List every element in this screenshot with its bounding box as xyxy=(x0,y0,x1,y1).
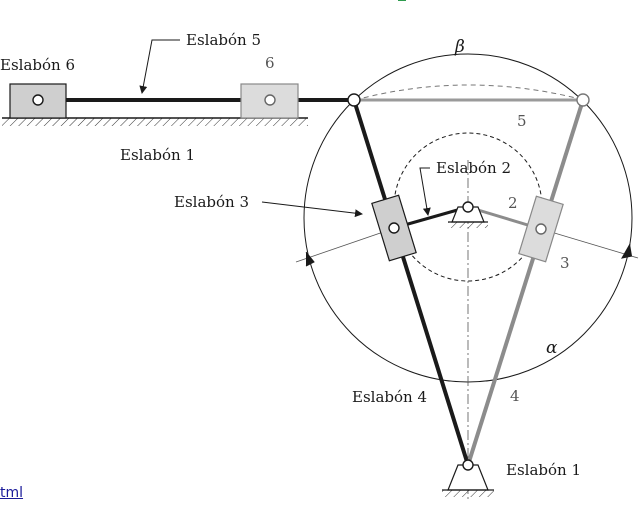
angle-beta: β xyxy=(454,37,465,57)
arc-arrow-left xyxy=(305,251,315,267)
label-eslabon-4: Eslabón 4 xyxy=(352,388,427,406)
slider-6-left-pin xyxy=(32,94,44,106)
number-6: 6 xyxy=(265,54,275,72)
number-2: 2 xyxy=(508,194,518,212)
ground-pivot-bottom xyxy=(442,459,494,497)
link-4-dark xyxy=(352,99,470,466)
ground-pivot-crank xyxy=(448,201,488,228)
label-eslabon-6: Eslabón 6 xyxy=(0,56,75,74)
angle-alpha: α xyxy=(546,338,558,358)
label-eslabon-1-top: Eslabón 1 xyxy=(120,146,195,164)
leader-eslabon2 xyxy=(419,167,431,216)
arc-arrow-right xyxy=(621,243,633,259)
extension-line-left xyxy=(295,227,396,263)
ground-rail-hatch xyxy=(2,118,308,126)
leader-eslabon3 xyxy=(261,201,363,218)
slider-3-gray-pin xyxy=(535,223,547,235)
slider-6-gray-pin xyxy=(264,94,276,106)
label-eslabon-2: Eslabón 2 xyxy=(436,159,511,177)
dashed-arc-top xyxy=(354,84,585,101)
leader-eslabon5 xyxy=(139,39,180,94)
joint-top-gray xyxy=(576,93,590,107)
slider-3-dark-pin xyxy=(388,222,400,234)
label-eslabon-1-bottom: Eslabón 1 xyxy=(506,461,581,479)
number-3: 3 xyxy=(560,254,570,272)
joint-top-dark xyxy=(347,93,361,107)
label-eslabon-5: Eslabón 5 xyxy=(186,31,261,49)
label-eslabon-3: Eslabón 3 xyxy=(174,193,249,211)
link-4-gray xyxy=(466,99,585,466)
number-4: 4 xyxy=(510,387,520,405)
footer-link[interactable]: tml xyxy=(0,485,24,501)
number-5: 5 xyxy=(517,112,527,130)
extension-line-right xyxy=(540,228,639,259)
